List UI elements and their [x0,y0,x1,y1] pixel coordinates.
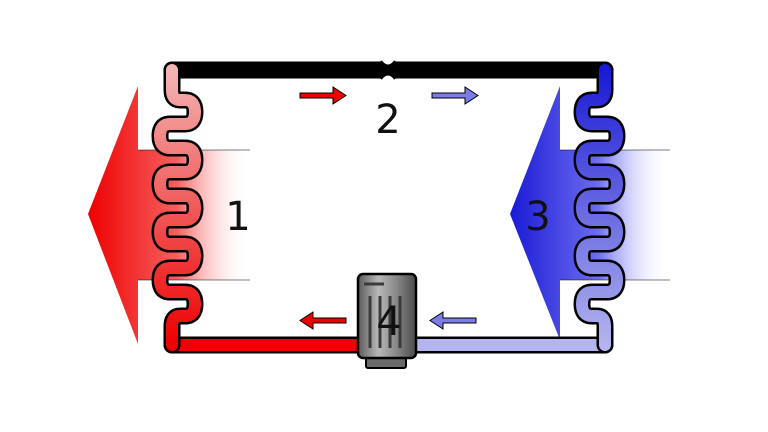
label-expansion-valve: 2 [375,97,400,143]
compressor-fins [368,296,402,348]
expansion-valve [380,60,396,80]
flow-arrow-bottom-left [299,311,347,330]
label-compressor: 4 [376,299,401,345]
flow-arrow-bottom-right [429,311,477,330]
compressor [356,272,418,369]
label-evaporator: 3 [525,194,550,240]
flow-arrow-top-right [431,86,479,105]
flow-arrow-top-left [299,86,347,105]
condenser-coil [151,61,204,354]
evaporator-coil [573,61,626,354]
label-condenser: 1 [225,194,250,240]
